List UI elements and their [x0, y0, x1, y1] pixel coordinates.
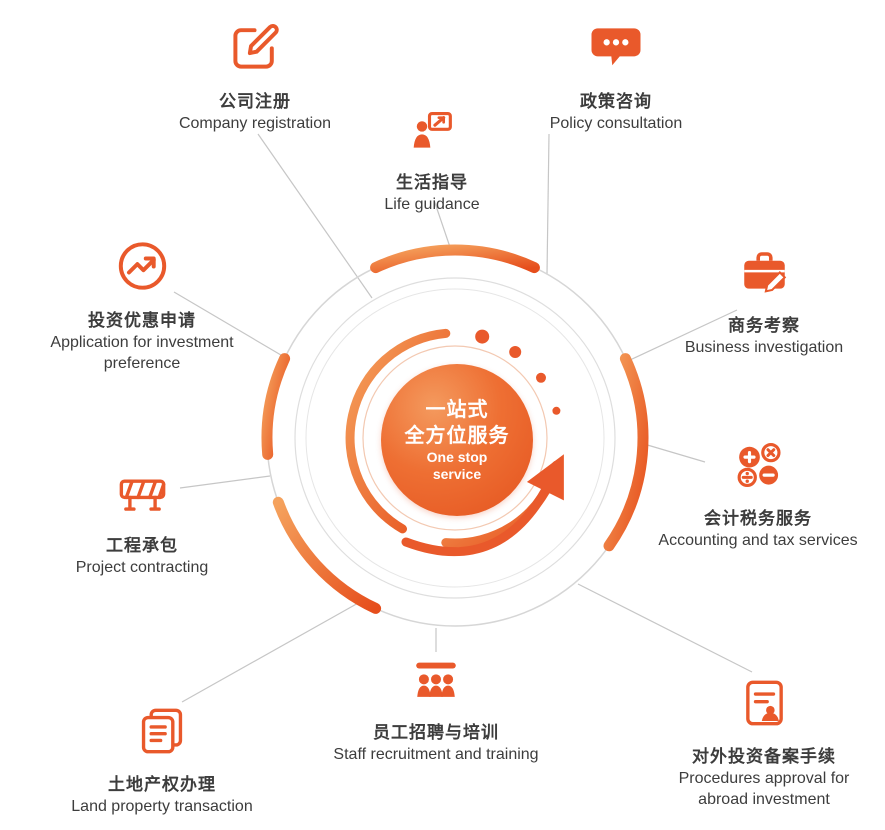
math-symbols-icon	[656, 438, 861, 492]
service-label-zh: 公司注册	[219, 92, 291, 111]
service-label-zh: 商务考察	[728, 316, 800, 335]
service-node-land-property: 土地产权办理 Land property transaction	[22, 704, 302, 818]
edit-square-icon	[130, 19, 380, 75]
dot-trail	[475, 329, 561, 415]
service-label-en: Life guidance	[384, 196, 480, 213]
document-person-icon	[657, 676, 872, 730]
service-label-zh: 工程承包	[106, 536, 178, 555]
barrier-icon	[25, 465, 260, 519]
service-label-en: Land property transaction	[71, 798, 253, 815]
service-label-zh: 生活指导	[396, 173, 468, 192]
center-title-en-2: service	[432, 466, 482, 482]
center-title-en-1: One stop	[426, 448, 488, 465]
connector-lines	[173, 133, 753, 703]
center-title-zh-1: 一站式	[425, 398, 489, 421]
middle-rings	[294, 277, 616, 599]
service-label-zh: 投资优惠申请	[88, 311, 196, 330]
speech-bubble-icon	[496, 19, 736, 75]
service-label-zh: 政策咨询	[580, 92, 652, 111]
service-label-en: Project contracting	[75, 559, 209, 576]
service-node-accounting-tax-services: 会计税务服务 Accounting and tax services	[656, 438, 861, 552]
service-node-investment-preference: 投资优惠申请 Application for investment prefer…	[35, 238, 250, 375]
service-label-zh: 对外投资备案手续	[692, 747, 836, 766]
service-label-en: Procedures approval for abroad investmen…	[678, 770, 850, 808]
service-label-en: Company registration	[178, 115, 332, 132]
people-training-icon	[281, 656, 591, 706]
service-label-zh: 员工招聘与培训	[373, 723, 499, 742]
service-label-en: Business investigation	[684, 339, 844, 356]
service-label-en: Staff recruitment and training	[333, 746, 539, 763]
service-label-zh: 会计税务服务	[704, 509, 812, 528]
service-label-en: Application for investment preference	[50, 334, 234, 372]
service-node-project-contracting: 工程承包 Project contracting	[25, 465, 260, 579]
outer-ring	[261, 244, 649, 627]
service-node-policy-consultation: 政策咨询 Policy consultation	[496, 19, 736, 135]
service-node-business-investigation: 商务考察 Business investigation	[652, 245, 877, 359]
swoosh-arrow-icon	[401, 454, 564, 557]
center-badge: 一站式 全方位服务 One stop service	[381, 364, 533, 516]
service-node-abroad-investment: 对外投资备案手续 Procedures approval for abroad …	[657, 676, 872, 811]
service-label-en: Policy consultation	[549, 115, 683, 132]
documents-icon	[22, 704, 302, 758]
service-node-life-guidance: 生活指导 Life guidance	[337, 106, 527, 216]
service-node-staff-recruitment: 员工招聘与培训 Staff recruitment and training	[281, 656, 591, 766]
briefcase-pencil-icon	[652, 245, 877, 299]
service-node-company-registration: 公司注册 Company registration	[130, 19, 380, 135]
service-label-en: Accounting and tax services	[658, 532, 858, 549]
growth-chart-icon	[35, 238, 250, 294]
center-title-zh-2: 全方位服务	[404, 424, 510, 447]
presenter-icon	[337, 106, 527, 156]
service-label-zh: 土地产权办理	[108, 775, 216, 794]
